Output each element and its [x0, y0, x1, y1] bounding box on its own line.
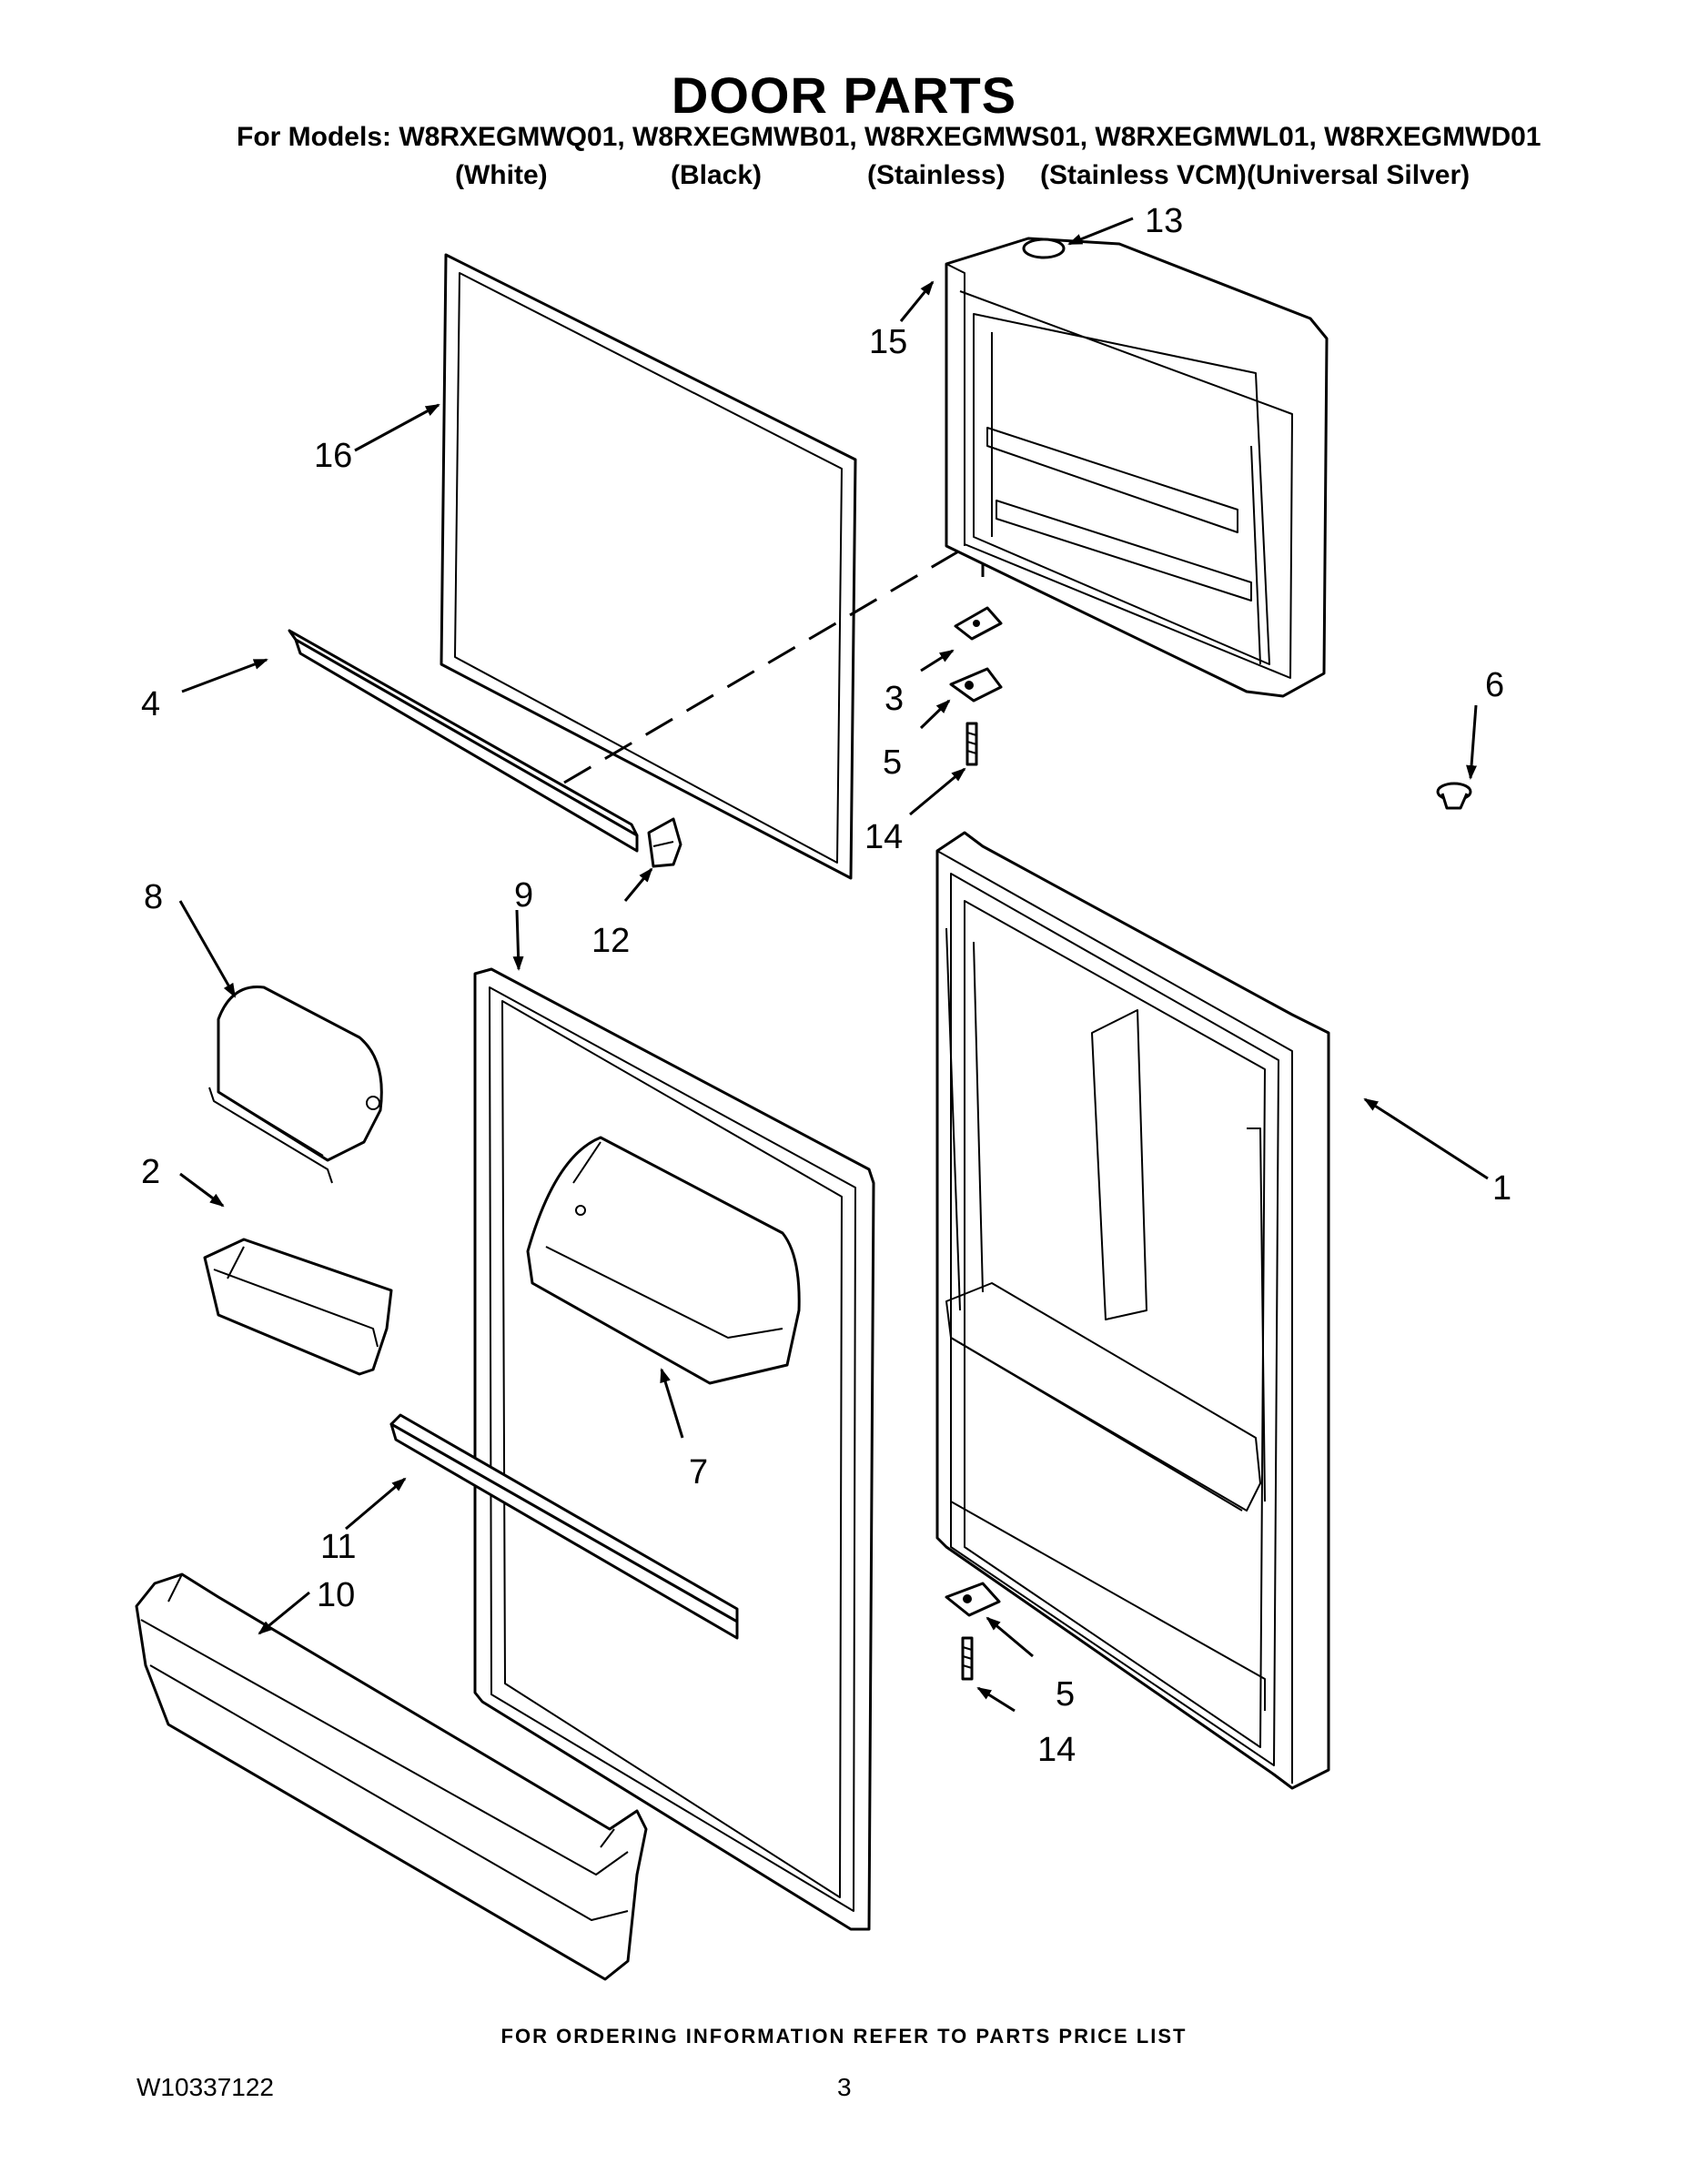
hinge-screw-lower — [961, 1636, 974, 1681]
hinge-shim-upper — [949, 667, 1003, 703]
callout-8: 8 — [144, 878, 163, 916]
variant-universal-silver: (Universal Silver) — [1247, 160, 1471, 190]
page-number: 3 — [837, 2073, 852, 2101]
freezer-shelf-trim — [288, 629, 639, 853]
callout-5-upper: 5 — [883, 743, 902, 782]
assembly-line — [563, 471, 1093, 784]
callout-5-lower: 5 — [1056, 1675, 1075, 1714]
callout-2: 2 — [141, 1153, 160, 1191]
fresh-food-shelf-trim — [389, 1413, 739, 1640]
document-number: W10337122 — [136, 2073, 275, 2101]
hole-plug — [1436, 782, 1472, 810]
variant-stainless-vcm: (Stainless VCM) — [1040, 160, 1247, 190]
variant-white: (White) — [455, 160, 548, 190]
hinge-shim-lower — [945, 1582, 1001, 1617]
callout-12: 12 — [591, 922, 630, 960]
callout-3: 3 — [884, 680, 904, 718]
center-hinge — [954, 606, 1003, 641]
callout-9: 9 — [514, 876, 533, 915]
callout-13: 13 — [1145, 202, 1183, 240]
dairy-compartment — [526, 1136, 801, 1385]
page-title: DOOR PARTS — [671, 66, 1017, 124]
callout-arrows — [178, 217, 1489, 1713]
freezer-door-gasket — [440, 253, 857, 880]
callout-6: 6 — [1485, 666, 1504, 704]
ordering-note: FOR ORDERING INFORMATION REFER TO PARTS … — [500, 2025, 1188, 2048]
hinge-screw-upper — [965, 722, 978, 766]
callout-1: 1 — [1492, 1169, 1511, 1208]
dairy-door — [208, 985, 383, 1184]
callout-10: 10 — [317, 1576, 355, 1614]
small-door-bin — [203, 1238, 393, 1376]
callout-11: 11 — [320, 1528, 356, 1566]
trim-end-cap — [647, 817, 682, 868]
variant-stainless: (Stainless) — [867, 160, 1006, 190]
callout-15: 15 — [869, 323, 907, 361]
callout-4: 4 — [141, 685, 160, 723]
fresh-food-door — [935, 831, 1330, 1790]
door-plug — [1022, 238, 1066, 259]
callout-7: 7 — [689, 1453, 708, 1491]
variant-black: (Black) — [671, 160, 763, 190]
callout-16: 16 — [314, 437, 352, 475]
callout-14-upper: 14 — [864, 818, 903, 856]
models-line: For Models: W8RXEGMWQ01, W8RXEGMWB01, W8… — [237, 122, 1541, 152]
callout-14-lower: 14 — [1037, 1731, 1076, 1769]
large-door-bin — [135, 1572, 648, 1981]
callout-labels: 1 2 3 4 5 5 6 7 8 9 10 11 12 13 14 14 15… — [141, 202, 1511, 1769]
freezer-door — [945, 237, 1329, 698]
